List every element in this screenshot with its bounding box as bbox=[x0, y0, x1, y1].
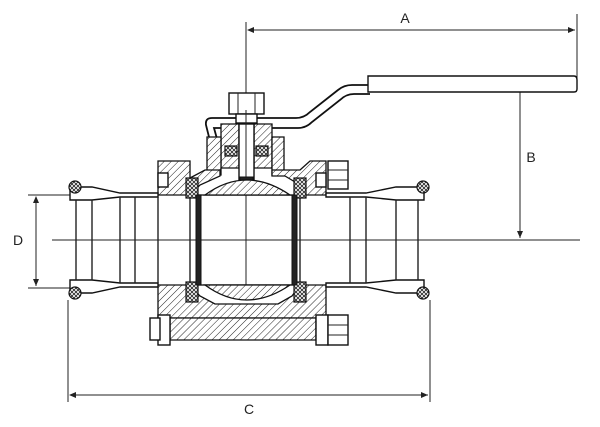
dimension-a bbox=[245, 14, 578, 94]
valve-handle bbox=[204, 75, 578, 158]
body-bolts bbox=[149, 160, 349, 346]
valve-body bbox=[157, 160, 329, 346]
right-press-end bbox=[325, 180, 430, 300]
label-c: C bbox=[244, 401, 254, 417]
dimension-c bbox=[67, 300, 431, 402]
left-press-end bbox=[68, 180, 159, 300]
dimension-d bbox=[28, 194, 80, 289]
label-d: D bbox=[13, 232, 23, 248]
valve-stem bbox=[206, 110, 285, 300]
label-a: A bbox=[400, 10, 410, 26]
label-b: B bbox=[526, 149, 535, 165]
